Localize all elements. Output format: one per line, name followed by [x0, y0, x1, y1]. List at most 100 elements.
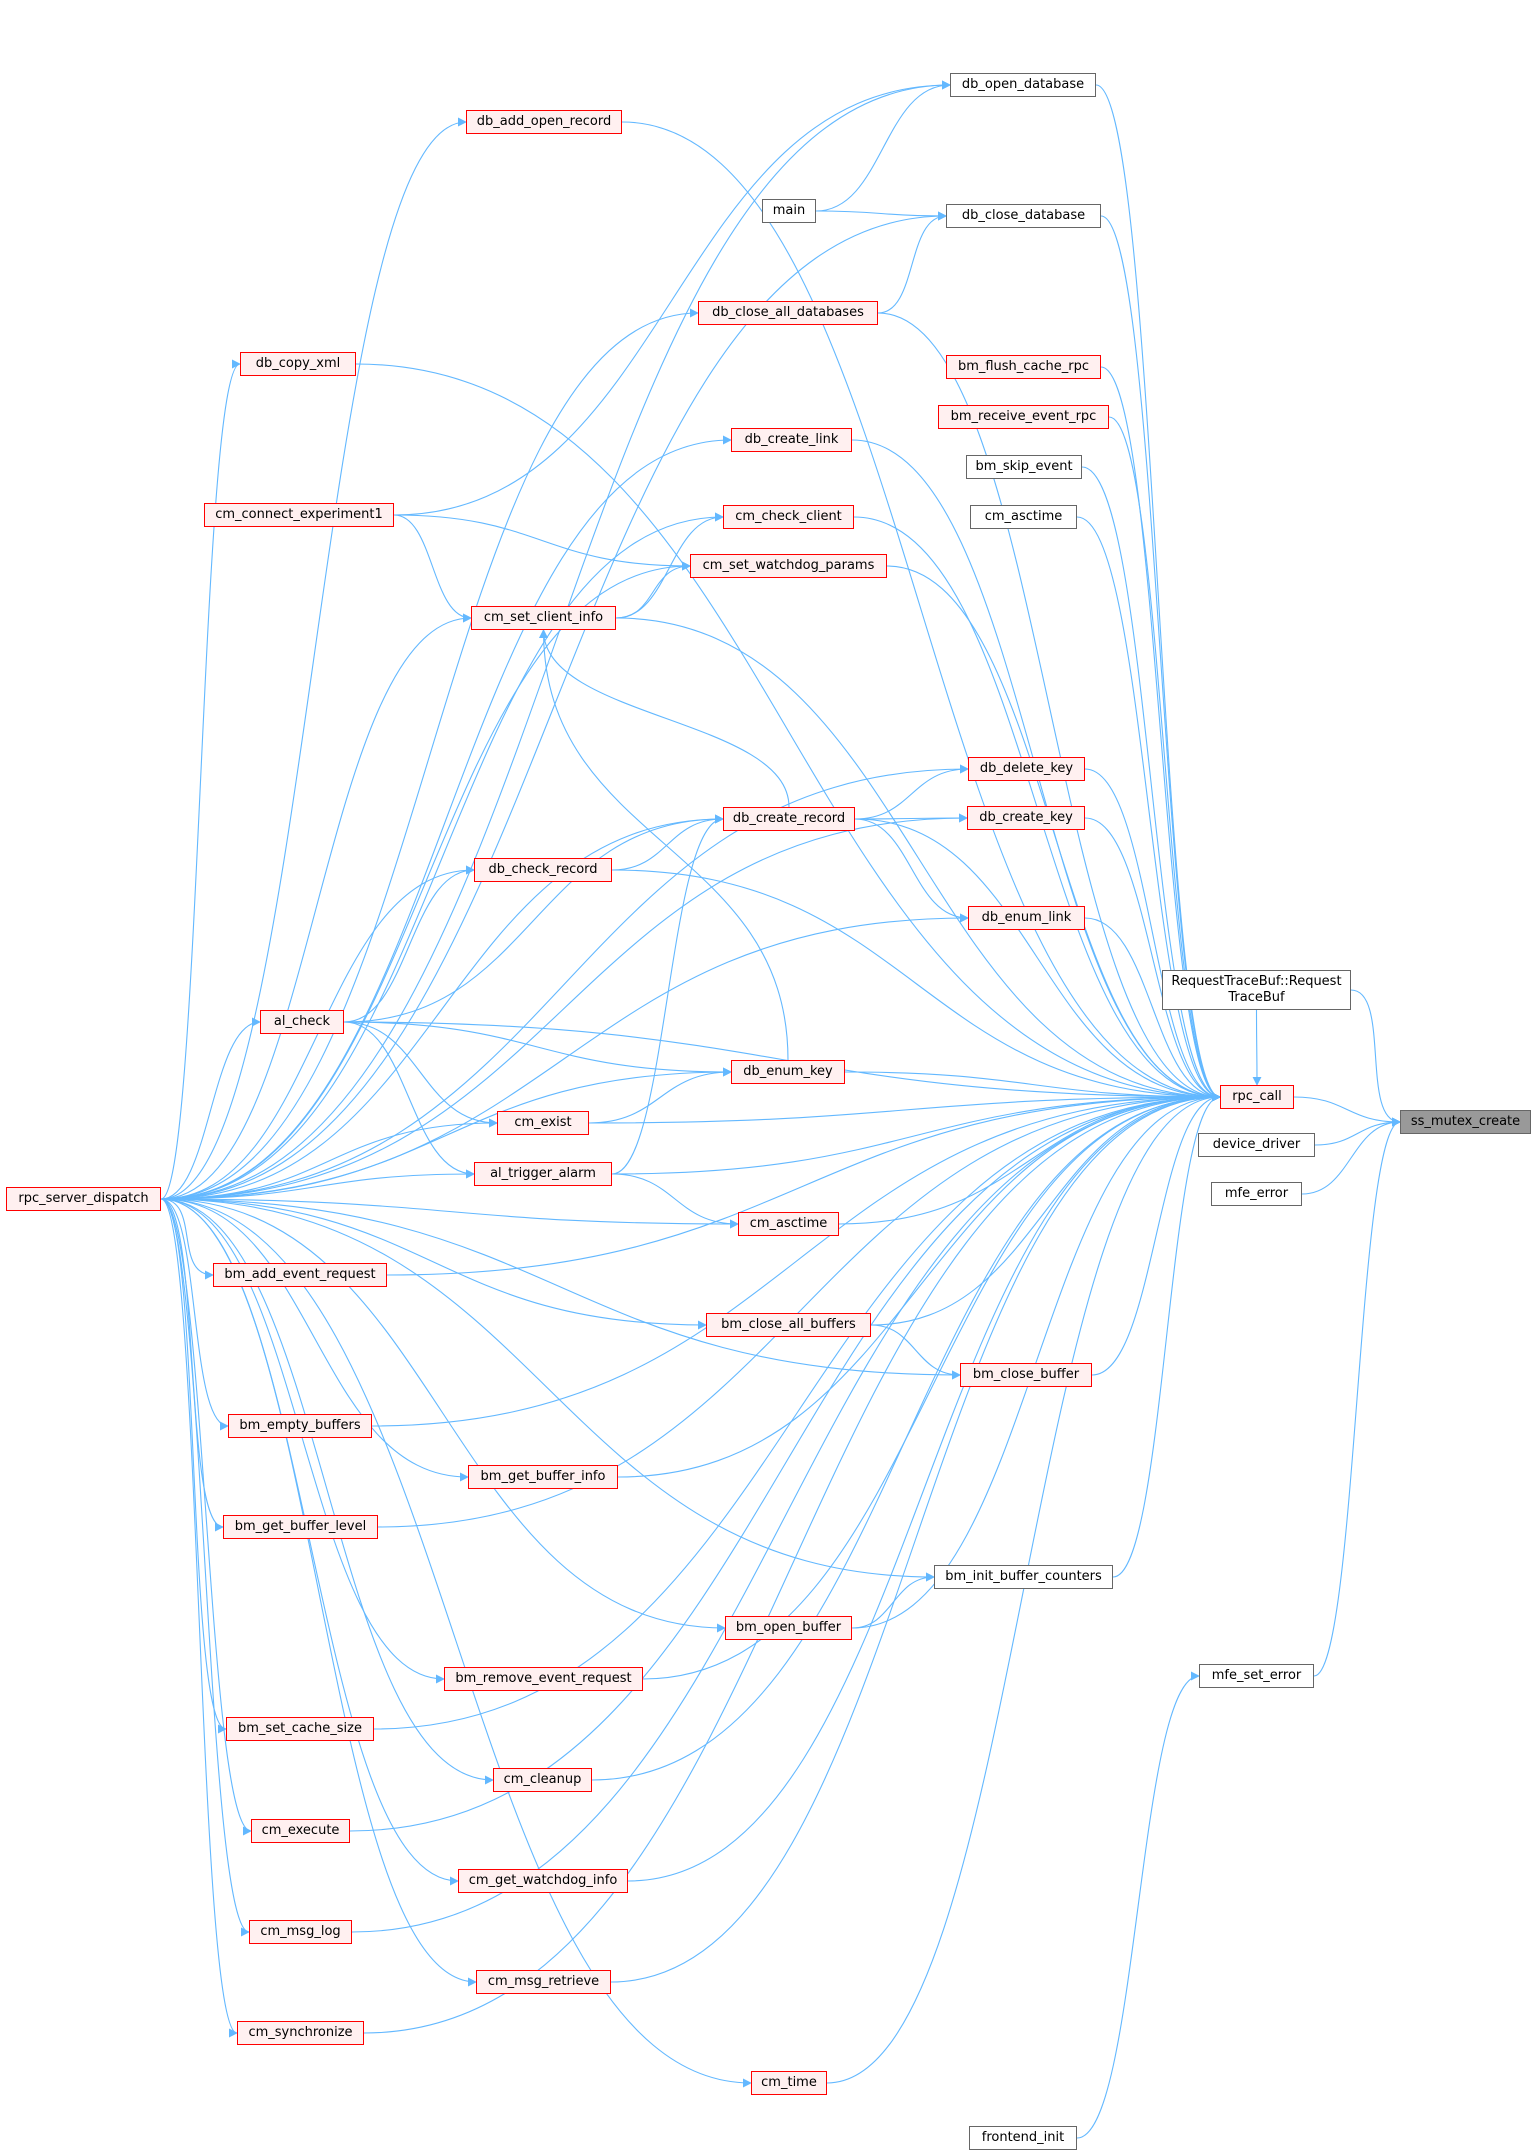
- node-db-add-open-record[interactable]: db_add_open_record: [466, 110, 622, 134]
- edge-cm_execute-to-rpc_call: [349, 1092, 1221, 1832]
- edge-cm_set_client_info-to-rpc_call: [615, 617, 1221, 1102]
- node-cm-synchronize[interactable]: cm_synchronize: [237, 2021, 364, 2045]
- node-bm-empty-buffers[interactable]: bm_empty_buffers: [228, 1414, 372, 1438]
- node-db-enum-link[interactable]: db_enum_link: [968, 906, 1085, 930]
- edge-rpc_call-to-ss_mutex_create: [1293, 1096, 1401, 1127]
- node-db-close-database[interactable]: db_close_database: [946, 204, 1101, 228]
- edge-db_create_key-to-rpc_call: [1084, 817, 1221, 1102]
- edge-frontend_init-to-mfe_set_error: [1076, 1671, 1200, 2139]
- node-cm-asctime[interactable]: cm_asctime: [738, 1212, 839, 1236]
- node-bm-receive-event-rpc[interactable]: bm_receive_event_rpc: [938, 405, 1109, 429]
- node-frontend-init[interactable]: frontend_init: [969, 2126, 1077, 2150]
- node-bm-remove-event-request[interactable]: bm_remove_event_request: [444, 1667, 643, 1691]
- edge-db_create_record-to-cm_set_client_info: [539, 629, 790, 808]
- node-db-create-key[interactable]: db_create_key: [967, 806, 1085, 830]
- edge-rpc_server_dispatch-to-cm_get_watchdog_info: [160, 1198, 459, 1886]
- node-bm-get-buffer-level[interactable]: bm_get_buffer_level: [223, 1515, 378, 1539]
- edge-cm_set_watchdog_params-to-rpc_call: [886, 565, 1221, 1102]
- edge-bm_get_buffer_info-to-rpc_call: [617, 1092, 1221, 1478]
- node-rpc-call[interactable]: rpc_call: [1220, 1085, 1294, 1109]
- node-db-check-record[interactable]: db_check_record: [474, 858, 612, 882]
- node-cm-time[interactable]: cm_time: [751, 2071, 827, 2095]
- node-db-delete-key[interactable]: db_delete_key: [968, 757, 1085, 781]
- edge-bm_open_buffer-to-rpc_call: [851, 1092, 1221, 1629]
- edge-mfe_error-to-ss_mutex_create: [1301, 1117, 1401, 1195]
- node-db-enum-key[interactable]: db_enum_key: [731, 1060, 845, 1084]
- edge-db_close_database-to-rpc_call: [1100, 215, 1221, 1102]
- node-bm-flush-cache-rpc[interactable]: bm_flush_cache_rpc: [946, 355, 1101, 379]
- edge-cm_connect_experiment1-to-cm_set_client_info: [393, 514, 472, 623]
- node-db-copy-xml[interactable]: db_copy_xml: [240, 352, 356, 376]
- node-mfe-set-error[interactable]: mfe_set_error: [1199, 1664, 1314, 1688]
- edge-rpc_server_dispatch-to-bm_empty_buffers: [160, 1198, 229, 1431]
- node-cm-cleanup[interactable]: cm_cleanup: [493, 1768, 592, 1792]
- node-cm-connect-experiment1[interactable]: cm_connect_experiment1: [204, 503, 394, 527]
- node-cm-msg-log[interactable]: cm_msg_log: [249, 1920, 352, 1944]
- node-cm-msg-retrieve[interactable]: cm_msg_retrieve: [476, 1970, 611, 1994]
- node-al-trigger-alarm[interactable]: al_trigger_alarm: [474, 1162, 612, 1186]
- node-main[interactable]: main: [762, 199, 816, 223]
- edge-rpc_server_dispatch-to-db_create_record: [160, 814, 724, 1200]
- node-db-create-record[interactable]: db_create_record: [723, 807, 855, 831]
- node-cm-set-client-info[interactable]: cm_set_client_info: [471, 606, 616, 630]
- node-cm-set-watchdog-params[interactable]: cm_set_watchdog_params: [690, 554, 887, 578]
- edge-cm_connect_experiment1-to-cm_set_watchdog_params: [393, 514, 691, 571]
- edge-rpc_server_dispatch-to-cm_cleanup: [160, 1198, 494, 1785]
- node-bm-add-event-request[interactable]: bm_add_event_request: [213, 1263, 387, 1287]
- edge-rpc_server_dispatch-to-db_open_database: [160, 80, 951, 1200]
- node-bm-set-cache-size[interactable]: bm_set_cache_size: [226, 1717, 374, 1741]
- node-db-open-database[interactable]: db_open_database: [950, 73, 1096, 97]
- edge-db_enum_key-to-cm_set_client_info: [539, 629, 789, 1061]
- edge-db_add_open_record-to-rpc_call: [621, 121, 1221, 1102]
- edge-db_delete_key-to-rpc_call: [1084, 768, 1221, 1102]
- edge-rpc_server_dispatch-to-cm_msg_log: [160, 1198, 250, 1937]
- edge-rpc_server_dispatch-to-cm_asctime: [160, 1198, 739, 1229]
- edge-rpc_server_dispatch-to-db_enum_link: [160, 913, 969, 1200]
- edge-cm_cleanup-to-rpc_call: [591, 1092, 1221, 1781]
- node-bm-skip-event[interactable]: bm_skip_event: [966, 455, 1082, 479]
- edge-bm_skip_event-to-rpc_call: [1081, 466, 1221, 1102]
- edge-bm_init_buffer_counters-to-rpc_call: [1112, 1092, 1221, 1578]
- node-cm-check-client[interactable]: cm_check_client: [723, 505, 854, 529]
- node-request-trace-buf[interactable]: RequestTraceBuf::Request TraceBuf: [1162, 970, 1351, 1010]
- edge-rpc_server_dispatch-to-bm_add_event_request: [160, 1198, 214, 1280]
- edge-rpc_server_dispatch-to-db_enum_key: [160, 1067, 732, 1200]
- node-cm-execute[interactable]: cm_execute: [251, 1819, 350, 1843]
- edge-al_trigger_alarm-to-db_create_record: [611, 814, 724, 1175]
- node-device-driver[interactable]: device_driver: [1198, 1133, 1315, 1157]
- edge-rpc_server_dispatch-to-db_create_link: [160, 435, 732, 1200]
- edge-rpc_server_dispatch-to-bm_get_buffer_info: [160, 1198, 469, 1482]
- edge-rpc_server_dispatch-to-cm_execute: [160, 1198, 252, 1836]
- edge-al_trigger_alarm-to-cm_asctime: [611, 1173, 739, 1229]
- node-mfe-error[interactable]: mfe_error: [1211, 1182, 1302, 1206]
- edge-cm_time-to-rpc_call: [826, 1092, 1221, 2084]
- edge-db_create_record-to-rpc_call: [854, 818, 1221, 1102]
- edge-device_driver-to-ss_mutex_create: [1314, 1117, 1401, 1146]
- edge-db_enum_link-to-rpc_call: [1084, 917, 1221, 1102]
- node-bm-get-buffer-info[interactable]: bm_get_buffer_info: [468, 1465, 618, 1489]
- node-bm-open-buffer[interactable]: bm_open_buffer: [725, 1616, 852, 1640]
- node-rpc-server-dispatch[interactable]: rpc_server_dispatch: [6, 1187, 161, 1211]
- node-bm-close-all-buffers[interactable]: bm_close_all_buffers: [706, 1313, 871, 1337]
- edge-al_check-to-db_check_record: [343, 865, 475, 1023]
- edge-db_create_record-to-db_delete_key: [854, 764, 969, 820]
- edge-al_check-to-al_trigger_alarm: [343, 1021, 475, 1179]
- edge-al_check-to-rpc_call: [343, 1021, 1221, 1102]
- node-cm-exist[interactable]: cm_exist: [497, 1111, 589, 1135]
- edge-bm_open_buffer-to-bm_init_buffer_counters: [851, 1572, 935, 1629]
- node-cm-get-watchdog-info[interactable]: cm_get_watchdog_info: [458, 1869, 628, 1893]
- edge-cm_msg_retrieve-to-rpc_call: [610, 1092, 1221, 1983]
- node-db-create-link[interactable]: db_create_link: [731, 428, 852, 452]
- node-db-close-all-databases[interactable]: db_close_all_databases: [698, 301, 878, 325]
- node-cm-asctime-plain[interactable]: cm_asctime: [970, 505, 1077, 529]
- edge-rpc_server_dispatch-to-cm_check_client: [160, 512, 724, 1200]
- node-al-check[interactable]: al_check: [260, 1010, 344, 1034]
- edge-main-to-db_open_database: [815, 80, 951, 212]
- edge-db_open_database-to-rpc_call: [1095, 84, 1221, 1102]
- node-bm-init-buffer-counters[interactable]: bm_init_buffer_counters: [934, 1565, 1113, 1589]
- edge-cm_connect_experiment1-to-db_open_database: [393, 80, 951, 516]
- edge-db_close_all_databases-to-db_close_database: [877, 211, 947, 314]
- node-bm-close-buffer[interactable]: bm_close_buffer: [960, 1363, 1092, 1387]
- edges-layer: [160, 80, 1401, 2139]
